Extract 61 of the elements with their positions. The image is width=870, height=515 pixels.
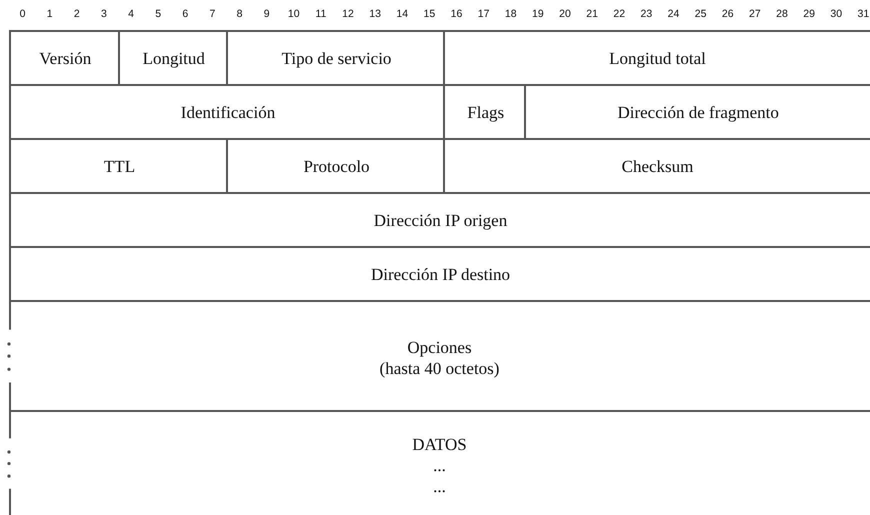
- bit-number: 23: [640, 8, 654, 20]
- bit-number: 28: [775, 8, 789, 20]
- field-label: ...: [433, 476, 446, 498]
- field-label: Tipo de servicio: [282, 48, 392, 70]
- bit-number: 27: [748, 8, 762, 20]
- header-field: [443, 84, 526, 140]
- header-field: [226, 30, 445, 86]
- bit-number: 21: [585, 8, 599, 20]
- bit-number: 19: [531, 8, 545, 20]
- field-label: Dirección de fragmento: [617, 102, 779, 124]
- header-field: [9, 192, 870, 248]
- field-label: Dirección IP origen: [374, 210, 508, 232]
- bit-number: 6: [181, 8, 190, 20]
- bit-number: 3: [100, 8, 108, 20]
- bit-number: 24: [666, 8, 680, 20]
- field-label: Identificación: [180, 102, 276, 124]
- field-label: Longitud: [142, 48, 205, 70]
- field-label: Flags: [467, 102, 504, 124]
- field-label: TTL: [104, 156, 136, 178]
- header-field: [443, 138, 870, 194]
- bit-number: 14: [395, 8, 410, 20]
- header-field: [118, 30, 228, 86]
- bit-number: 29: [802, 8, 816, 20]
- bit-number: 10: [286, 8, 301, 20]
- header-field: [9, 30, 120, 86]
- bit-number: 31: [856, 8, 870, 20]
- bit-number: 26: [720, 8, 735, 20]
- field-label: DATOS: [412, 434, 467, 455]
- bit-number: 25: [694, 8, 708, 20]
- bit-number: 16: [450, 8, 464, 20]
- header-field: [226, 138, 445, 194]
- header-field: [9, 84, 445, 140]
- header-field: [9, 138, 228, 194]
- bit-number: 0: [18, 8, 26, 20]
- bit-number: 17: [476, 8, 490, 20]
- field-label: Checksum: [622, 156, 694, 178]
- bit-number: 2: [72, 8, 81, 20]
- bit-number: 22: [612, 8, 626, 20]
- bit-number: 12: [341, 8, 355, 20]
- bit-number: 5: [154, 8, 162, 20]
- bit-number: 30: [829, 8, 844, 20]
- bit-number: 7: [208, 8, 216, 20]
- field-label: Dirección IP destino: [370, 264, 510, 286]
- field-label: Protocolo: [303, 156, 370, 178]
- bit-number: 15: [422, 8, 436, 20]
- header-field: [443, 30, 870, 86]
- bit-number: 8: [236, 8, 244, 20]
- field-label: Longitud total: [609, 48, 706, 70]
- field-label: ...: [433, 454, 446, 476]
- field-label: Opciones: [407, 336, 472, 358]
- field-label: (hasta 40 octetos): [380, 358, 500, 380]
- bit-number: 9: [262, 8, 271, 20]
- header-field: [9, 246, 870, 302]
- bit-number: 11: [314, 8, 328, 20]
- bit-number: 13: [368, 8, 382, 20]
- bit-number: 1: [46, 8, 54, 20]
- bit-number: 18: [504, 8, 518, 20]
- bit-number: 20: [558, 8, 572, 20]
- field-label: Versión: [39, 48, 92, 70]
- header-field: [524, 84, 870, 140]
- bit-number: 4: [127, 8, 135, 20]
